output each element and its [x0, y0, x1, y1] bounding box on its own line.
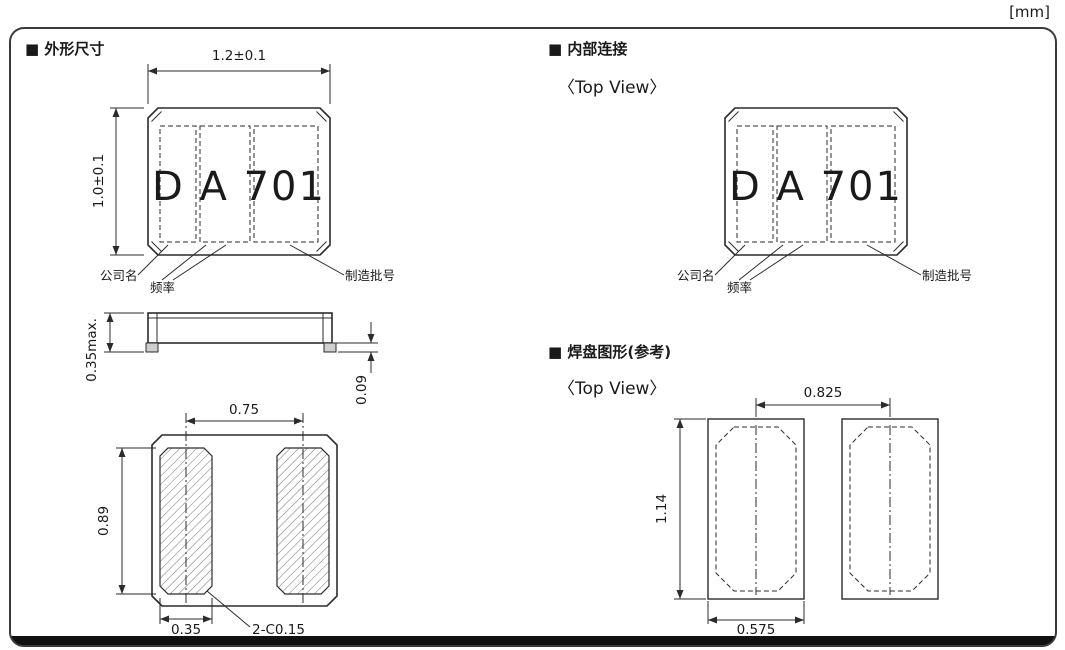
dim-body-height-group: 1.0±0.1 — [91, 107, 144, 256]
land-pattern-view: 0.825 1.14 0.575 — [654, 385, 939, 638]
package-side-view: 0.35max. 0.09 — [84, 312, 378, 405]
corner-chamfer — [728, 241, 739, 252]
dim-body-width: 1.2±0.1 — [212, 48, 266, 64]
unit-label: [mm] — [1009, 3, 1050, 21]
dim-terminal: 0.09 — [354, 375, 370, 405]
label-frequency: 频率 — [727, 280, 752, 295]
leader-line — [289, 244, 345, 276]
terminal-left — [145, 342, 159, 353]
corner-chamfer — [151, 241, 162, 252]
package-bottom-view: 0.75 0.89 0.35 2-C0.15 — [96, 402, 338, 638]
land-topview-label: 〈Top View〉 — [558, 379, 666, 399]
dim-land-height: 1.14 — [654, 494, 670, 524]
marking-zone-frequency — [776, 125, 828, 243]
corner-chamfer — [893, 111, 904, 122]
dim-pad-pitch: 0.75 — [229, 402, 259, 418]
dim-chamfer: 2-C0.15 — [252, 622, 305, 638]
label-lot: 制造批号 — [922, 268, 972, 283]
corner-chamfer — [893, 241, 904, 252]
leader-line — [749, 244, 804, 281]
marking-zone-frequency — [199, 125, 251, 243]
label-frequency: 频率 — [150, 280, 175, 295]
package-marking: D A 701 — [152, 164, 326, 210]
marking-zone-lot — [253, 125, 319, 243]
chip-pad-outline-left — [715, 426, 797, 592]
leader-line — [137, 244, 169, 276]
page-border — [9, 27, 1057, 647]
corner-chamfer — [316, 241, 327, 252]
dim-body-height: 1.0±0.1 — [91, 154, 107, 208]
corner-chamfer — [151, 111, 162, 122]
label-lot: 制造批号 — [345, 268, 395, 283]
leader-line — [172, 244, 227, 281]
leader-line — [866, 244, 922, 276]
marking-zone-lot — [830, 125, 896, 243]
section-title-outline: ■ 外形尺寸 — [25, 40, 104, 58]
dim-land-pitch: 0.825 — [804, 385, 843, 401]
dim-thickness: 0.35max. — [84, 318, 100, 382]
leader-line — [714, 244, 746, 276]
section-title-internal: ■ 内部连接 — [548, 40, 627, 58]
label-company: 公司名 — [677, 268, 715, 283]
package-marking: D A 701 — [729, 164, 903, 210]
corner-chamfer — [728, 111, 739, 122]
package-top-view-outline: D A 701 公司名 频率 制造批号 — [100, 107, 395, 295]
leader-line — [738, 244, 784, 281]
package-body — [147, 107, 331, 256]
dim-land-width: 0.575 — [737, 622, 776, 638]
package-body — [724, 107, 908, 256]
marking-zone-company — [736, 125, 774, 243]
leader-line — [161, 244, 207, 281]
package-top-view-internal: D A 701 公司名 频率 制造批号 — [677, 107, 972, 295]
corner-chamfer — [316, 111, 327, 122]
section-title-land: ■ 焊盘图形(参考) — [548, 343, 671, 361]
terminal-right — [323, 342, 337, 353]
chip-pad-outline-right — [849, 426, 931, 592]
bottom-accent-bar — [11, 616, 1055, 646]
label-company: 公司名 — [100, 268, 138, 283]
marking-zone-company — [159, 125, 197, 243]
leader-line — [206, 590, 251, 628]
dim-pad-length: 0.89 — [96, 506, 112, 536]
dim-body-width-group: 1.2±0.1 — [147, 48, 331, 104]
dim-pad-width: 0.35 — [171, 622, 201, 638]
internal-topview-label: 〈Top View〉 — [558, 78, 666, 98]
